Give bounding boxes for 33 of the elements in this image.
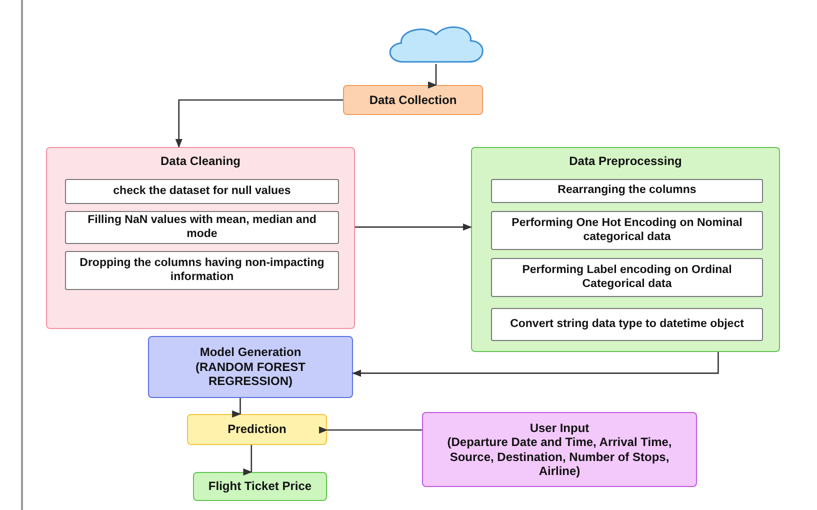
node-detail: (RANDOM FOREST REGRESSION) xyxy=(194,360,306,389)
step-text: Performing One Hot Encoding on Nominal categorical data xyxy=(510,216,744,244)
process-box xyxy=(187,414,327,445)
node-title: Data Collection xyxy=(369,92,457,108)
node-title: Flight Ticket Price xyxy=(208,479,312,494)
node-title: User Input xyxy=(530,420,590,436)
step-text: check the dataset for null values xyxy=(113,184,291,198)
group-panel xyxy=(46,147,355,329)
step-text: Filling NaN values with mean, median and mode xyxy=(86,214,318,242)
node-title: Prediction xyxy=(228,422,286,437)
node-title: Model Generation xyxy=(200,345,302,360)
group-panel xyxy=(471,147,780,352)
step-text: Dropping the columns having non-impacting information xyxy=(78,256,326,284)
arrow xyxy=(175,99,343,148)
step-box xyxy=(65,179,339,204)
step-text: Rearranging the columns xyxy=(558,184,696,198)
step-box xyxy=(491,258,763,297)
process-box xyxy=(148,336,353,398)
process-box xyxy=(343,85,483,115)
step-box xyxy=(491,179,763,203)
step-box xyxy=(491,308,763,341)
node-title: Data Cleaning xyxy=(160,154,240,168)
node-detail: (Departure Date and Time, Arrival Time, Source, Destination, Number of Stops, Airline) xyxy=(446,435,673,478)
input-box xyxy=(422,412,697,487)
step-box xyxy=(65,211,339,244)
node-title: Data Preprocessing xyxy=(569,154,682,168)
arrow xyxy=(352,352,719,377)
step-text: Performing Label encoding on Ordinal Categorical data xyxy=(521,264,733,292)
output-box xyxy=(193,472,327,501)
step-text: Convert string data type to datetime object xyxy=(510,318,744,332)
step-box xyxy=(491,211,763,250)
arrow xyxy=(355,223,472,231)
step-box xyxy=(65,251,339,290)
